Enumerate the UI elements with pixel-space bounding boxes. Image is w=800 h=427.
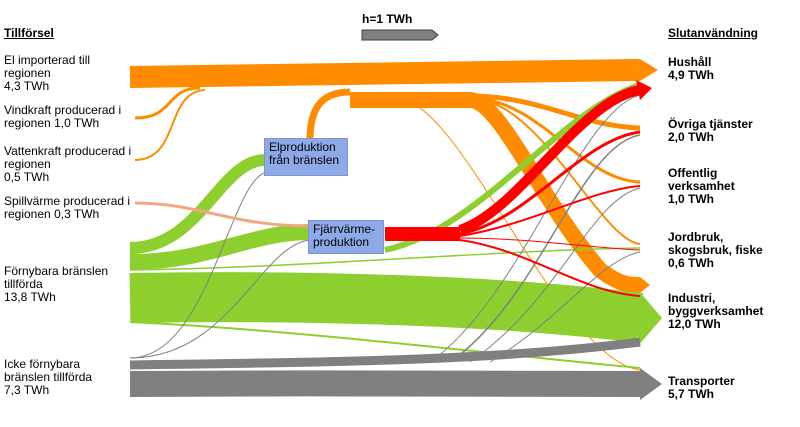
source-fornybara: Förnybara bränslen tillförda 13,8 TWh [4,265,124,304]
sink-hushall-label: Hushåll [668,55,712,69]
source-vind-value: 1,0 TWh [54,116,100,130]
sink-industri-label: Industri, byggverksamhet [668,291,764,318]
source-fornybara-label: Förnybara bränslen tillförda [4,264,109,291]
flow-fornybara-transporter [129,321,641,369]
flow-fjarr-industri [459,239,641,297]
flow-icke-jordbruk [489,251,641,363]
source-fornybara-value: 13,8 TWh [4,290,56,304]
flow-fornybara-industri-arrow [638,290,662,346]
flow-elprod-up [306,88,351,141]
sink-hushall: Hushåll 4,9 TWh [668,56,798,82]
sink-offentlig: Offentlig verksamhet 1,0 TWh [668,167,748,206]
flow-fjarr-jordbruk [459,237,641,251]
source-import-value: 4,3 TWh [4,79,50,93]
source-icke-value: 7,3 TWh [4,383,50,397]
source-icke: Icke förnybara bränslen tillförda 7,3 TW… [4,358,124,397]
source-spill-label: Spillvärme producerad i regionen [4,194,131,221]
sink-ovriga-value: 2,0 TWh [668,130,715,144]
flow-icke-hushall [429,94,641,363]
sink-jordbruk-label: Jordbruk, skogsbruk, fiske [668,230,763,257]
process-fjarrvarme: Fjärrvärme-produktion [308,220,384,254]
source-vatten-value: 0,5 TWh [4,170,50,184]
flow-icke-transporter [129,370,641,397]
flow-el-transporter [399,99,641,371]
sink-industri: Industri, byggverksamhet 12,0 TWh [668,292,776,331]
source-vind: Vindkraft producerad i regionen 1,0 TWh [4,104,134,130]
scale-label: h=1 TWh [362,12,413,26]
sink-jordbruk: Jordbruk, skogsbruk, fiske 0,6 TWh [668,231,780,270]
flow-fornybara-elprod [129,154,266,254]
sink-hushall-value: 4,9 TWh [668,68,715,82]
scale-arrow [361,29,439,41]
flow-fornybara-jordbruk [129,247,641,271]
flow-vind [134,86,201,120]
sink-transporter-value: 5,7 TWh [668,387,715,401]
sink-transporter-label: Transporter [668,374,735,388]
sink-jordbruk-value: 0,6 TWh [668,256,715,270]
flow-fjarr-offentlig [459,185,641,237]
flow-el-industri-arrow [640,277,650,293]
sink-ovriga-label: Övriga tjänster [668,117,753,131]
flow-el-industri [350,92,641,293]
flow-icke-transporter-arrow [640,368,662,400]
flow-icke-fjarr [129,239,311,359]
source-spill-value: 0,3 TWh [54,207,100,221]
source-spill: Spillvärme producerad i regionen 0,3 TWh [4,195,144,221]
sink-industri-value: 12,0 TWh [668,317,721,331]
source-vatten-label: Vattenkraft producerad i regionen [4,144,132,171]
flow-vatten [134,89,206,161]
flow-fjarr-hushall-arrow [636,80,652,100]
flow-fornybara-fjarr [129,224,311,270]
header-tillforsel: Tillförsel [4,26,54,40]
sink-ovriga: Övriga tjänster 2,0 TWh [668,118,798,144]
flow-fornybara-industri [129,272,644,343]
flow-icke-offentlig [469,187,641,363]
flow-icke-elprod [129,171,269,359]
source-import-label: El importerad till regionen [4,53,91,80]
source-import: El importerad till regionen 4,3 TWh [4,54,119,93]
flow-icke-ovriga [449,134,641,363]
header-slutanvandning: Slutanvändning [668,26,758,40]
source-vind-label: Vindkraft producerad i regionen [4,103,122,130]
source-icke-label: Icke förnybara bränslen tillförda [4,357,93,384]
process-elproduktion: Elproduktion från bränslen [264,138,348,176]
flow-el-offentlig [469,96,641,184]
flow-fjarr-ovriga [459,130,641,236]
sink-transporter: Transporter 5,7 TWh [668,375,798,401]
flow-fjarr-hushall [458,85,642,235]
sink-offentlig-value: 1,0 TWh [668,192,715,206]
flow-icke-industri [129,337,641,370]
flow-import-arrow [640,59,658,81]
flow-spillvarme [134,201,311,228]
sink-offentlig-label: Offentlig verksamhet [668,166,735,193]
source-vatten: Vattenkraft producerad i regionen 0,5 TW… [4,145,134,184]
flow-import-main [129,59,641,88]
flow-el-ovriga [469,93,641,131]
